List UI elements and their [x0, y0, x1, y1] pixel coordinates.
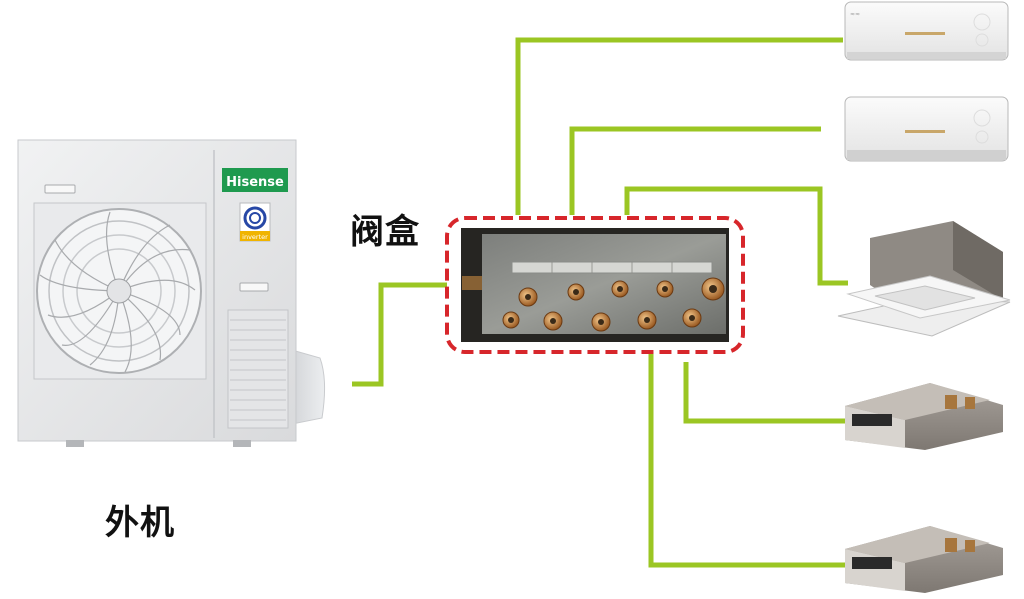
valve-box — [445, 216, 745, 354]
fan-grille — [33, 202, 207, 380]
inverter-label: inverter — [242, 233, 268, 241]
indoor-wall-unit-2 — [844, 96, 1009, 162]
indoor-wall-unit-1: ≈≈ — [844, 1, 1009, 61]
brand-name: Hisense — [226, 175, 284, 190]
indoor-ducted-unit-2 — [845, 526, 1003, 593]
pipe-to-cassette-unit — [624, 186, 848, 286]
outdoor-unit: Hisense inverter — [17, 139, 326, 447]
pipe-to-ducted-unit-1 — [683, 362, 845, 424]
outdoor-unit-label: 外机 — [105, 503, 175, 543]
svg-text:≈≈: ≈≈ — [850, 11, 860, 18]
indoor-ducted-unit-1 — [845, 383, 1003, 450]
valve-fittings — [502, 277, 725, 332]
brand-logo — [222, 168, 288, 192]
refrigerant-pipes — [352, 37, 848, 568]
indoor-cassette-unit — [837, 221, 1011, 337]
pipe-outdoor-to-valve-box — [352, 282, 447, 387]
valve-box-label: 阀盒 — [350, 212, 420, 252]
pipe-to-wall-unit-2 — [569, 126, 821, 215]
pipe-to-ducted-unit-2 — [648, 352, 845, 568]
outdoor-unit-side-cover — [291, 349, 326, 425]
pipe-to-wall-unit-1 — [515, 37, 843, 215]
inverter-badge: inverter — [239, 202, 271, 242]
